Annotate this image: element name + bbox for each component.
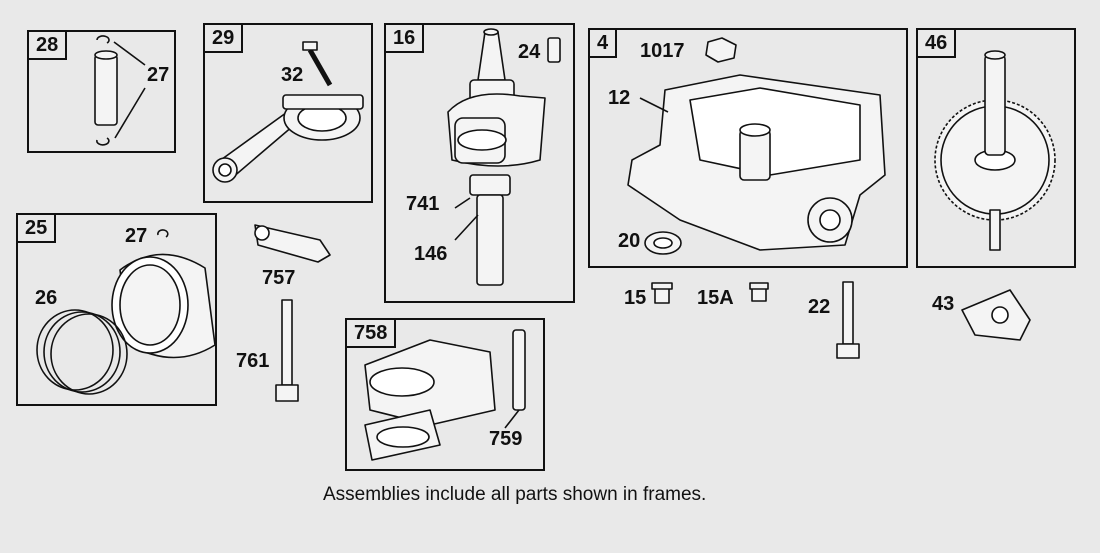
bolt-22-drawing <box>836 281 860 359</box>
part-label-15a: 15A <box>697 287 734 309</box>
frame-number: 4 <box>588 28 618 58</box>
frame-number: 29 <box>203 23 244 53</box>
rod-757-drawing <box>254 224 331 263</box>
part-label-15: 15 <box>624 287 647 309</box>
part-label-22: 22 <box>808 296 831 318</box>
plug-15a-drawing <box>749 282 769 302</box>
part-label-759: 759 <box>489 428 523 450</box>
part-label-741: 741 <box>406 193 440 215</box>
frame-16: 16 <box>384 23 575 303</box>
part-label-32: 32 <box>281 64 304 86</box>
part-label-146: 146 <box>414 243 448 265</box>
connecting-rod-drawing <box>212 41 364 183</box>
frame-number: 16 <box>384 23 425 53</box>
frame-29: 29 <box>203 23 373 203</box>
plug-15-drawing <box>651 282 673 304</box>
frame-4: 4 <box>588 28 908 268</box>
frame-number: 25 <box>16 213 57 243</box>
part-label-20: 20 <box>618 230 641 252</box>
part-label-1017: 1017 <box>640 40 685 62</box>
part-label-24: 24 <box>518 41 541 63</box>
wrist-pin-drawing <box>94 35 146 146</box>
part-label-26: 26 <box>35 287 58 309</box>
part-label-27: 27 <box>147 64 170 86</box>
part-label-761: 761 <box>236 350 270 372</box>
crankcase-cover-drawing <box>627 37 886 255</box>
frame-number: 46 <box>916 28 957 58</box>
camshaft-drawing <box>934 50 1056 251</box>
part-label-12: 12 <box>608 87 631 109</box>
crankshaft-drawing <box>447 28 561 286</box>
part-label-27-piston: 27 <box>125 225 148 247</box>
frame-758: 758 <box>345 318 545 471</box>
governor-drawing <box>961 289 1031 341</box>
part-label-757: 757 <box>262 267 296 289</box>
frame-28: 28 <box>27 30 176 153</box>
part-label-43: 43 <box>932 293 955 315</box>
frame-46: 46 <box>916 28 1076 268</box>
assembly-note: Assemblies include all parts shown in fr… <box>323 484 707 505</box>
frame-number: 28 <box>27 30 68 60</box>
frame-25: 25 <box>16 213 217 406</box>
bearing-assembly-drawing <box>364 329 526 461</box>
frame-number: 758 <box>345 318 397 348</box>
bolt-761-drawing <box>275 299 299 402</box>
